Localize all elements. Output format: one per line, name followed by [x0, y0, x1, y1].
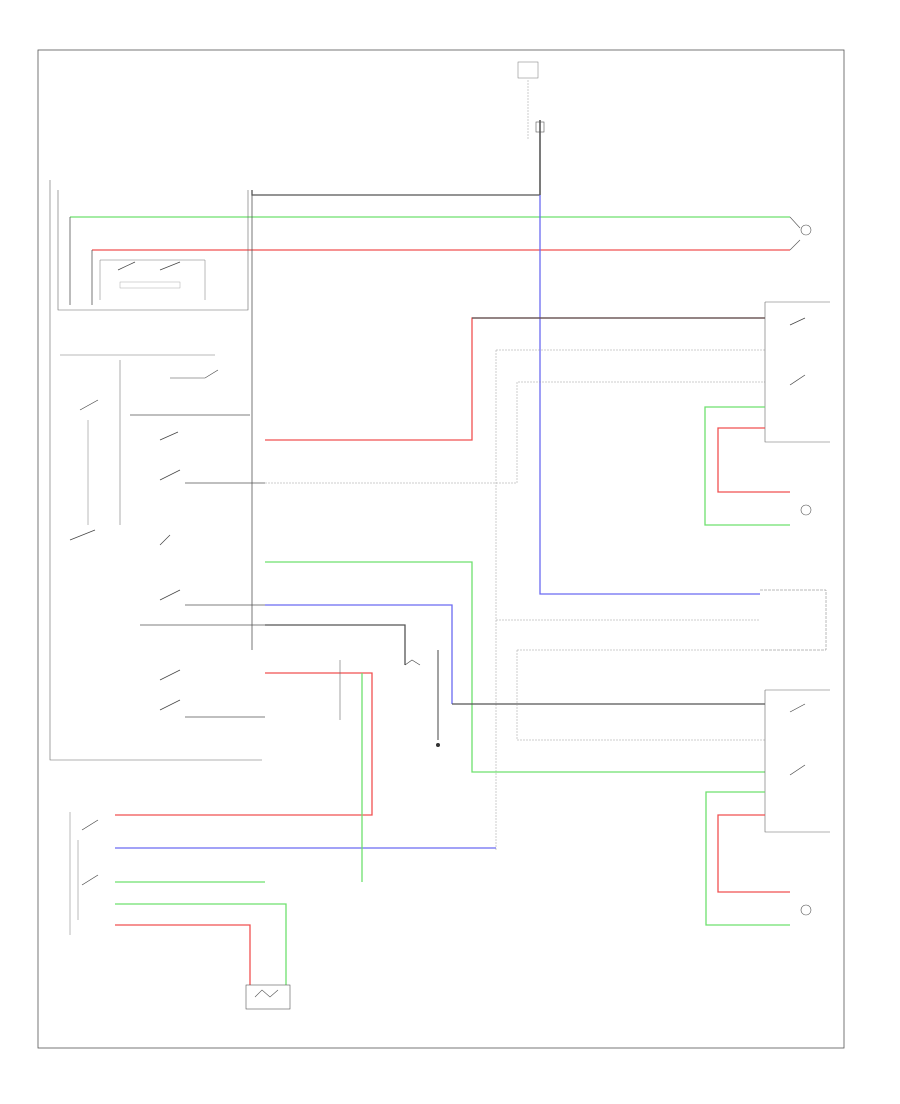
right-front-wires [265, 317, 765, 850]
right-rear-section [69, 660, 496, 985]
right-front-module [704, 301, 830, 526]
blue-wire-vertical [539, 195, 760, 595]
green-wire-lr [265, 561, 765, 773]
right-rear-motor [245, 984, 291, 1010]
left-rear-module [705, 689, 830, 926]
ground-junction [404, 650, 440, 747]
left-door-connector [760, 589, 827, 651]
top-fuse-connector [517, 61, 545, 195]
red-wire-rf [265, 317, 765, 441]
blue-wire-lr [265, 604, 453, 704]
diagram-frame [37, 49, 845, 1049]
master-switch-block [49, 180, 265, 761]
left-front-motor [789, 216, 812, 251]
middle-wires [265, 561, 765, 773]
upper-wires [70, 190, 790, 595]
